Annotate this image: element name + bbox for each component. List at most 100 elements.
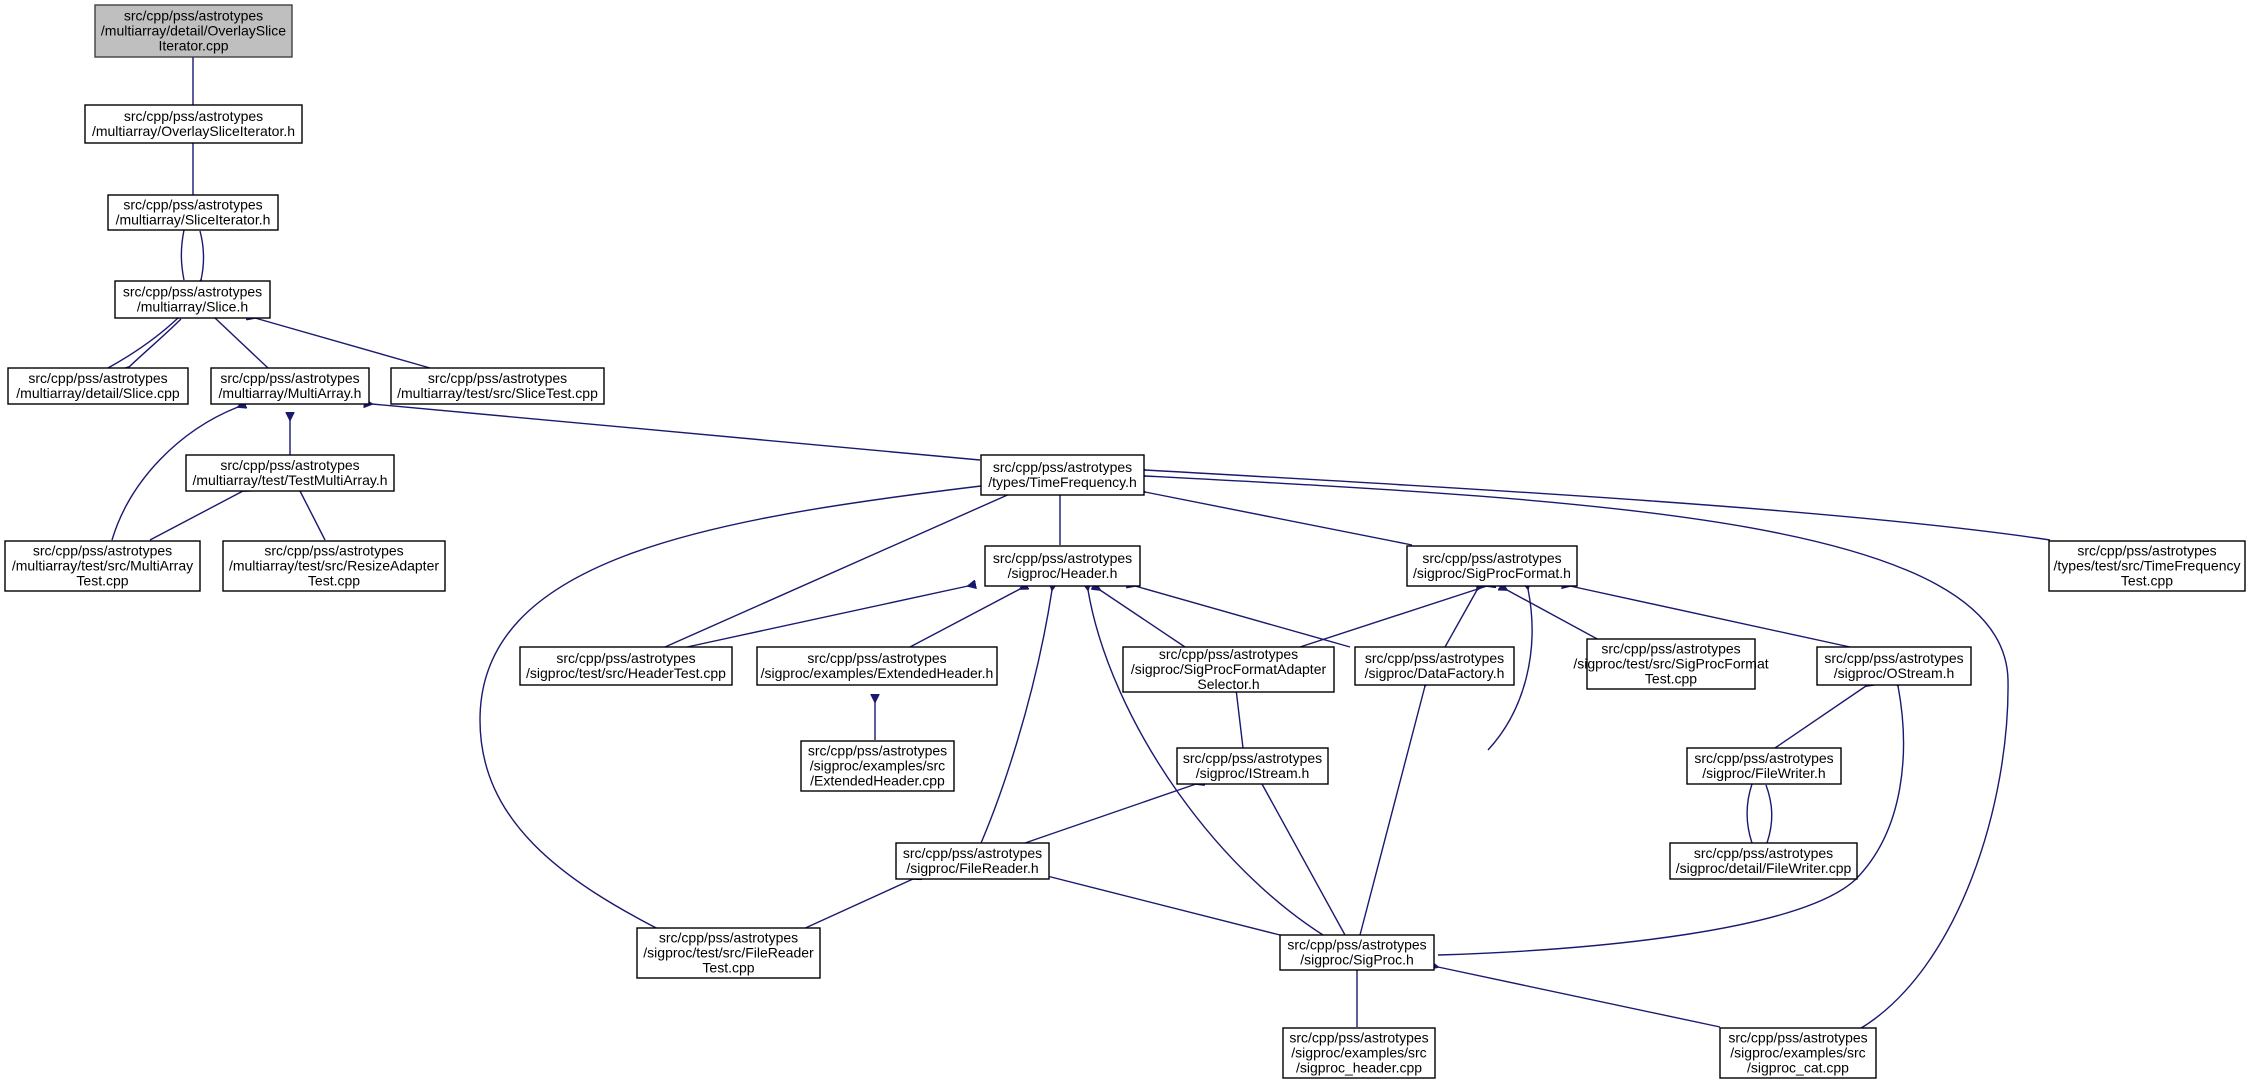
- edge: [215, 318, 269, 369]
- node-box: [1176, 747, 1329, 785]
- node-label-line: src/cpp/pss/astrotypes: [33, 543, 172, 559]
- graph-node-spftest[interactable]: src/cpp/pss/astrotypes/sigproc/test/src/…: [1573, 638, 1769, 690]
- node-label-line: src/cpp/pss/astrotypes: [2077, 543, 2216, 559]
- graph-node-ostream-h[interactable]: src/cpp/pss/astrotypes/sigproc/OStream.h: [1816, 646, 1972, 686]
- edge: [300, 491, 326, 541]
- edge: [977, 590, 1052, 851]
- node-label-line: /sigproc/SigProcFormat.h: [1413, 565, 1571, 581]
- node-box: [1122, 646, 1335, 693]
- edge: [1438, 967, 1721, 1028]
- node-box: [84, 104, 303, 144]
- graph-node-fr-h[interactable]: src/cpp/pss/astrotypes/sigproc/FileReade…: [895, 842, 1050, 880]
- graph-node-istream-h[interactable]: src/cpp/pss/astrotypes/sigproc/IStream.h: [1176, 747, 1329, 785]
- graph-node-exthdr-cpp[interactable]: src/cpp/pss/astrotypes/sigproc/examples/…: [800, 740, 955, 792]
- node-label-line: /sigproc/detail/FileWriter.cpp: [1676, 860, 1852, 876]
- node-label-line: src/cpp/pss/astrotypes: [1183, 750, 1322, 766]
- node-label-line: src/cpp/pss/astrotypes: [1728, 1030, 1867, 1046]
- node-box: [1816, 646, 1972, 686]
- node-label-line: Selector.h: [1197, 676, 1259, 692]
- node-label-line: src/cpp/pss/astrotypes: [808, 743, 947, 759]
- graph-node-exthdr-h[interactable]: src/cpp/pss/astrotypes/sigproc/examples/…: [756, 646, 998, 686]
- node-label-line: Test.cpp: [308, 573, 360, 589]
- node-label-line: /sigproc/examples/src: [1291, 1045, 1426, 1061]
- edge: [789, 879, 913, 936]
- node-label-line: src/cpp/pss/astrotypes: [428, 370, 567, 386]
- edge: [1088, 590, 1346, 949]
- node-label-line: /sigproc/examples/src: [810, 758, 945, 774]
- graph-node-tma-h[interactable]: src/cpp/pss/astrotypes/multiarray/test/T…: [185, 454, 395, 492]
- node-label-line: src/cpp/pss/astrotypes: [993, 550, 1132, 566]
- node-label-line: /multiarray/test/TestMultiArray.h: [192, 472, 387, 488]
- node-label-line: /multiarray/OverlaySliceIterator.h: [92, 123, 295, 139]
- node-label-line: src/cpp/pss/astrotypes: [124, 8, 263, 24]
- node-label-line: src/cpp/pss/astrotypes: [1694, 845, 1833, 861]
- graph-node-spf-h[interactable]: src/cpp/pss/astrotypes/sigproc/SigProcFo…: [1406, 545, 1578, 587]
- graph-node-ratest[interactable]: src/cpp/pss/astrotypes/multiarray/test/s…: [222, 540, 446, 592]
- node-label-line: /multiarray/detail/OverlaySlice: [101, 23, 286, 39]
- edge: [1487, 589, 1533, 751]
- node-box: [1669, 842, 1858, 880]
- edge: [181, 230, 184, 281]
- edge: [1024, 784, 1196, 844]
- edge: [909, 589, 1020, 648]
- node-label-line: /sigproc/DataFactory.h: [1365, 665, 1505, 681]
- edge: [1100, 590, 1186, 648]
- edge: [107, 318, 178, 369]
- edge: [1766, 784, 1773, 843]
- graph-node-fw-cpp[interactable]: src/cpp/pss/astrotypes/sigproc/detail/Fi…: [1669, 842, 1858, 880]
- node-label-line: /sigproc/SigProc.h: [1300, 952, 1414, 968]
- node-box: [1586, 638, 1756, 690]
- graph-nodes: src/cpp/pss/astrotypes/multiarray/detail…: [4, 4, 2246, 1079]
- node-label-line: /sigproc/test/src/HeaderTest.cpp: [526, 665, 726, 681]
- graph-node-ma-h[interactable]: src/cpp/pss/astrotypes/multiarray/MultiA…: [210, 367, 370, 405]
- node-box: [114, 280, 271, 319]
- node-label-line: src/cpp/pss/astrotypes: [1287, 937, 1426, 953]
- edge: [1135, 586, 1351, 648]
- graph-edges: [107, 57, 2051, 1031]
- graph-node-df-h[interactable]: src/cpp/pss/astrotypes/sigproc/DataFacto…: [1354, 646, 1515, 686]
- graph-node-slice-cpp[interactable]: src/cpp/pss/astrotypes/multiarray/detail…: [7, 367, 189, 405]
- node-label-line: Test.cpp: [2121, 573, 2173, 589]
- graph-node-header-h[interactable]: src/cpp/pss/astrotypes/sigproc/Header.h: [984, 545, 1141, 587]
- graph-node-tftest[interactable]: src/cpp/pss/astrotypes/types/test/src/Ti…: [2048, 540, 2246, 592]
- graph-node-fw-h[interactable]: src/cpp/pss/astrotypes/sigproc/FileWrite…: [1686, 747, 1842, 785]
- edge: [1262, 784, 1346, 936]
- node-label-line: src/cpp/pss/astrotypes: [659, 930, 798, 946]
- graph-node-matest[interactable]: src/cpp/pss/astrotypes/multiarray/test/s…: [4, 540, 201, 592]
- graph-node-spfas-h[interactable]: src/cpp/pss/astrotypes/sigproc/SigProcFo…: [1122, 646, 1335, 693]
- node-label-line: /multiarray/MultiArray.h: [219, 385, 362, 401]
- edge: [1444, 590, 1477, 648]
- graph-node-sphdr-cpp[interactable]: src/cpp/pss/astrotypes/sigproc/examples/…: [1282, 1027, 1436, 1079]
- node-label-line: /sigproc/IStream.h: [1196, 765, 1310, 781]
- node-box: [1282, 1027, 1436, 1079]
- node-label-line: src/cpp/pss/astrotypes: [220, 370, 359, 386]
- graph-node-tf-h[interactable]: src/cpp/pss/astrotypes/types/TimeFrequen…: [980, 454, 1145, 496]
- graph-node-slice-h[interactable]: src/cpp/pss/astrotypes/multiarray/Slice.…: [114, 280, 271, 319]
- node-label-line: /multiarray/SliceIterator.h: [116, 212, 271, 228]
- edge: [1145, 476, 2009, 1031]
- node-box: [1354, 646, 1515, 686]
- node-box: [800, 740, 955, 792]
- graph-node-osi-cpp[interactable]: src/cpp/pss/astrotypes/multiarray/detail…: [94, 4, 293, 58]
- graph-node-headertest[interactable]: src/cpp/pss/astrotypes/sigproc/test/src/…: [519, 646, 733, 686]
- graph-node-si-h[interactable]: src/cpp/pss/astrotypes/multiarray/SliceI…: [107, 194, 279, 231]
- node-label-line: /sigproc/test/src/SigProcFormat: [1573, 656, 1768, 672]
- node-label-line: src/cpp/pss/astrotypes: [28, 370, 167, 386]
- node-label-line: src/cpp/pss/astrotypes: [124, 108, 263, 124]
- node-box: [94, 4, 293, 58]
- node-label-line: src/cpp/pss/astrotypes: [123, 197, 262, 213]
- node-label-line: /sigproc_header.cpp: [1296, 1060, 1422, 1076]
- graph-node-sigproc-h[interactable]: src/cpp/pss/astrotypes/sigproc/SigProc.h: [1279, 934, 1435, 971]
- edge: [1507, 590, 1613, 648]
- graph-node-osi-h[interactable]: src/cpp/pss/astrotypes/multiarray/Overla…: [84, 104, 303, 144]
- node-label-line: /sigproc/Header.h: [1008, 565, 1118, 581]
- node-label-line: /multiarray/test/src/SliceTest.cpp: [397, 385, 598, 401]
- node-box: [1719, 1027, 1877, 1079]
- node-box: [1406, 545, 1578, 587]
- node-box: [390, 367, 605, 405]
- graph-node-spcat-cpp[interactable]: src/cpp/pss/astrotypes/sigproc/examples/…: [1719, 1027, 1877, 1079]
- graph-node-frtest[interactable]: src/cpp/pss/astrotypes/sigproc/test/src/…: [636, 927, 821, 979]
- node-box: [107, 194, 279, 231]
- graph-node-slicetest[interactable]: src/cpp/pss/astrotypes/multiarray/test/s…: [390, 367, 605, 405]
